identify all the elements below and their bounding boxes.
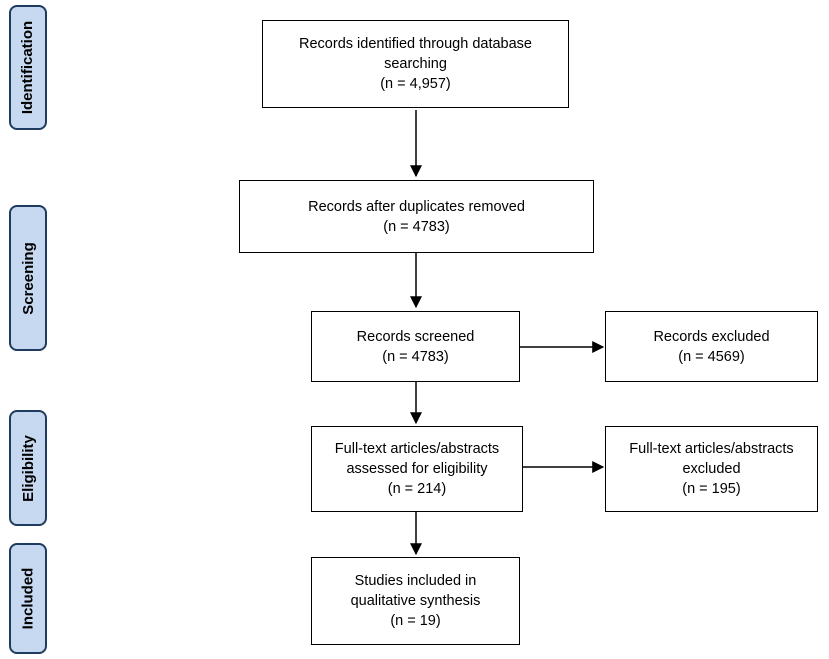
box-records-identified: Records identified through database sear…	[262, 20, 569, 108]
stage-identification: Identification	[9, 5, 47, 130]
stage-screening: Screening	[9, 205, 47, 351]
box-fulltext-assessed-line3: (n = 214)	[387, 481, 447, 497]
box-studies-included: Studies included in qualitative synthesi…	[311, 557, 520, 645]
stage-included-label: Included	[19, 567, 37, 630]
box-records-screened-line2: (n = 4783)	[382, 348, 449, 365]
box-fulltext-excluded: Full-text articles/abstracts excluded (n…	[605, 426, 818, 512]
box-records-identified-line3: (n = 4,957)	[380, 76, 451, 92]
stage-included: Included	[9, 543, 47, 654]
box-records-screened: Records screened (n = 4783)	[311, 311, 520, 382]
box-fulltext-excluded-line2: excluded	[682, 461, 741, 477]
stage-eligibility: Eligibility	[9, 410, 47, 526]
stage-identification-label: Identification	[19, 20, 37, 115]
box-studies-included-line3: (n = 19)	[390, 613, 441, 629]
box-duplicates-removed: Records after duplicates removed (n = 47…	[239, 180, 594, 253]
box-studies-included-line1: Studies included in	[354, 573, 477, 589]
stage-eligibility-label: Eligibility	[19, 434, 37, 502]
box-fulltext-excluded-line3: (n = 195)	[682, 481, 741, 497]
box-records-excluded: Records excluded (n = 4569)	[605, 311, 818, 382]
box-records-screened-line1: Records screened	[356, 328, 475, 345]
box-studies-included-line2: qualitative synthesis	[350, 593, 481, 609]
box-records-excluded-line2: (n = 4569)	[678, 348, 745, 365]
box-records-identified-line2: searching	[384, 56, 447, 72]
box-fulltext-assessed-line1: Full-text articles/abstracts	[334, 441, 500, 457]
box-duplicates-removed-line2: (n = 4783)	[383, 218, 450, 235]
box-fulltext-assessed-line2: assessed for eligibility	[346, 461, 488, 477]
box-records-excluded-line1: Records excluded	[653, 328, 770, 345]
box-fulltext-excluded-line1: Full-text articles/abstracts	[629, 441, 794, 457]
box-records-identified-line1: Records identified through database	[299, 36, 532, 52]
box-duplicates-removed-line1: Records after duplicates removed	[308, 198, 525, 215]
stage-screening-label: Screening	[19, 241, 37, 315]
box-fulltext-assessed: Full-text articles/abstracts assessed fo…	[311, 426, 523, 512]
